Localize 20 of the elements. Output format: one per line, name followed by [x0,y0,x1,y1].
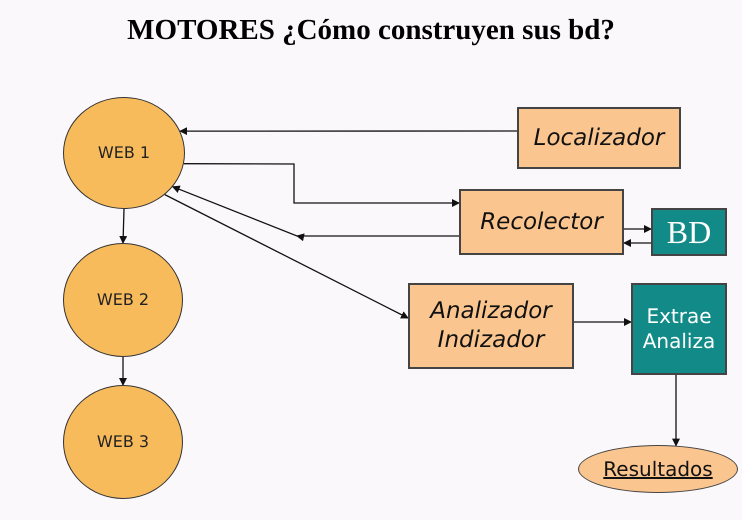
diagram-title: MOTORES ¿Cómo construyen sus bd? [126,14,616,47]
arrow [119,208,128,244]
arrow [184,163,460,207]
process-box: Localizador [517,107,681,169]
arrow [179,127,517,136]
database-box: BD [651,208,727,256]
web-circle: WEB 2 [63,243,183,357]
arrow [672,375,680,447]
arrow [164,194,409,319]
arrow [624,225,652,233]
process-box: Extrae Analiza [631,283,727,375]
arrow [623,239,651,247]
web-circle: WEB 3 [63,385,183,499]
arrow [574,318,632,326]
process-box: Analizador Indizador [408,283,574,369]
arrow [172,186,459,241]
web-circle: WEB 1 [63,97,185,209]
arrow [119,357,127,386]
process-box: Recolector [459,189,624,255]
result-ellipse: Resultados [578,445,738,493]
